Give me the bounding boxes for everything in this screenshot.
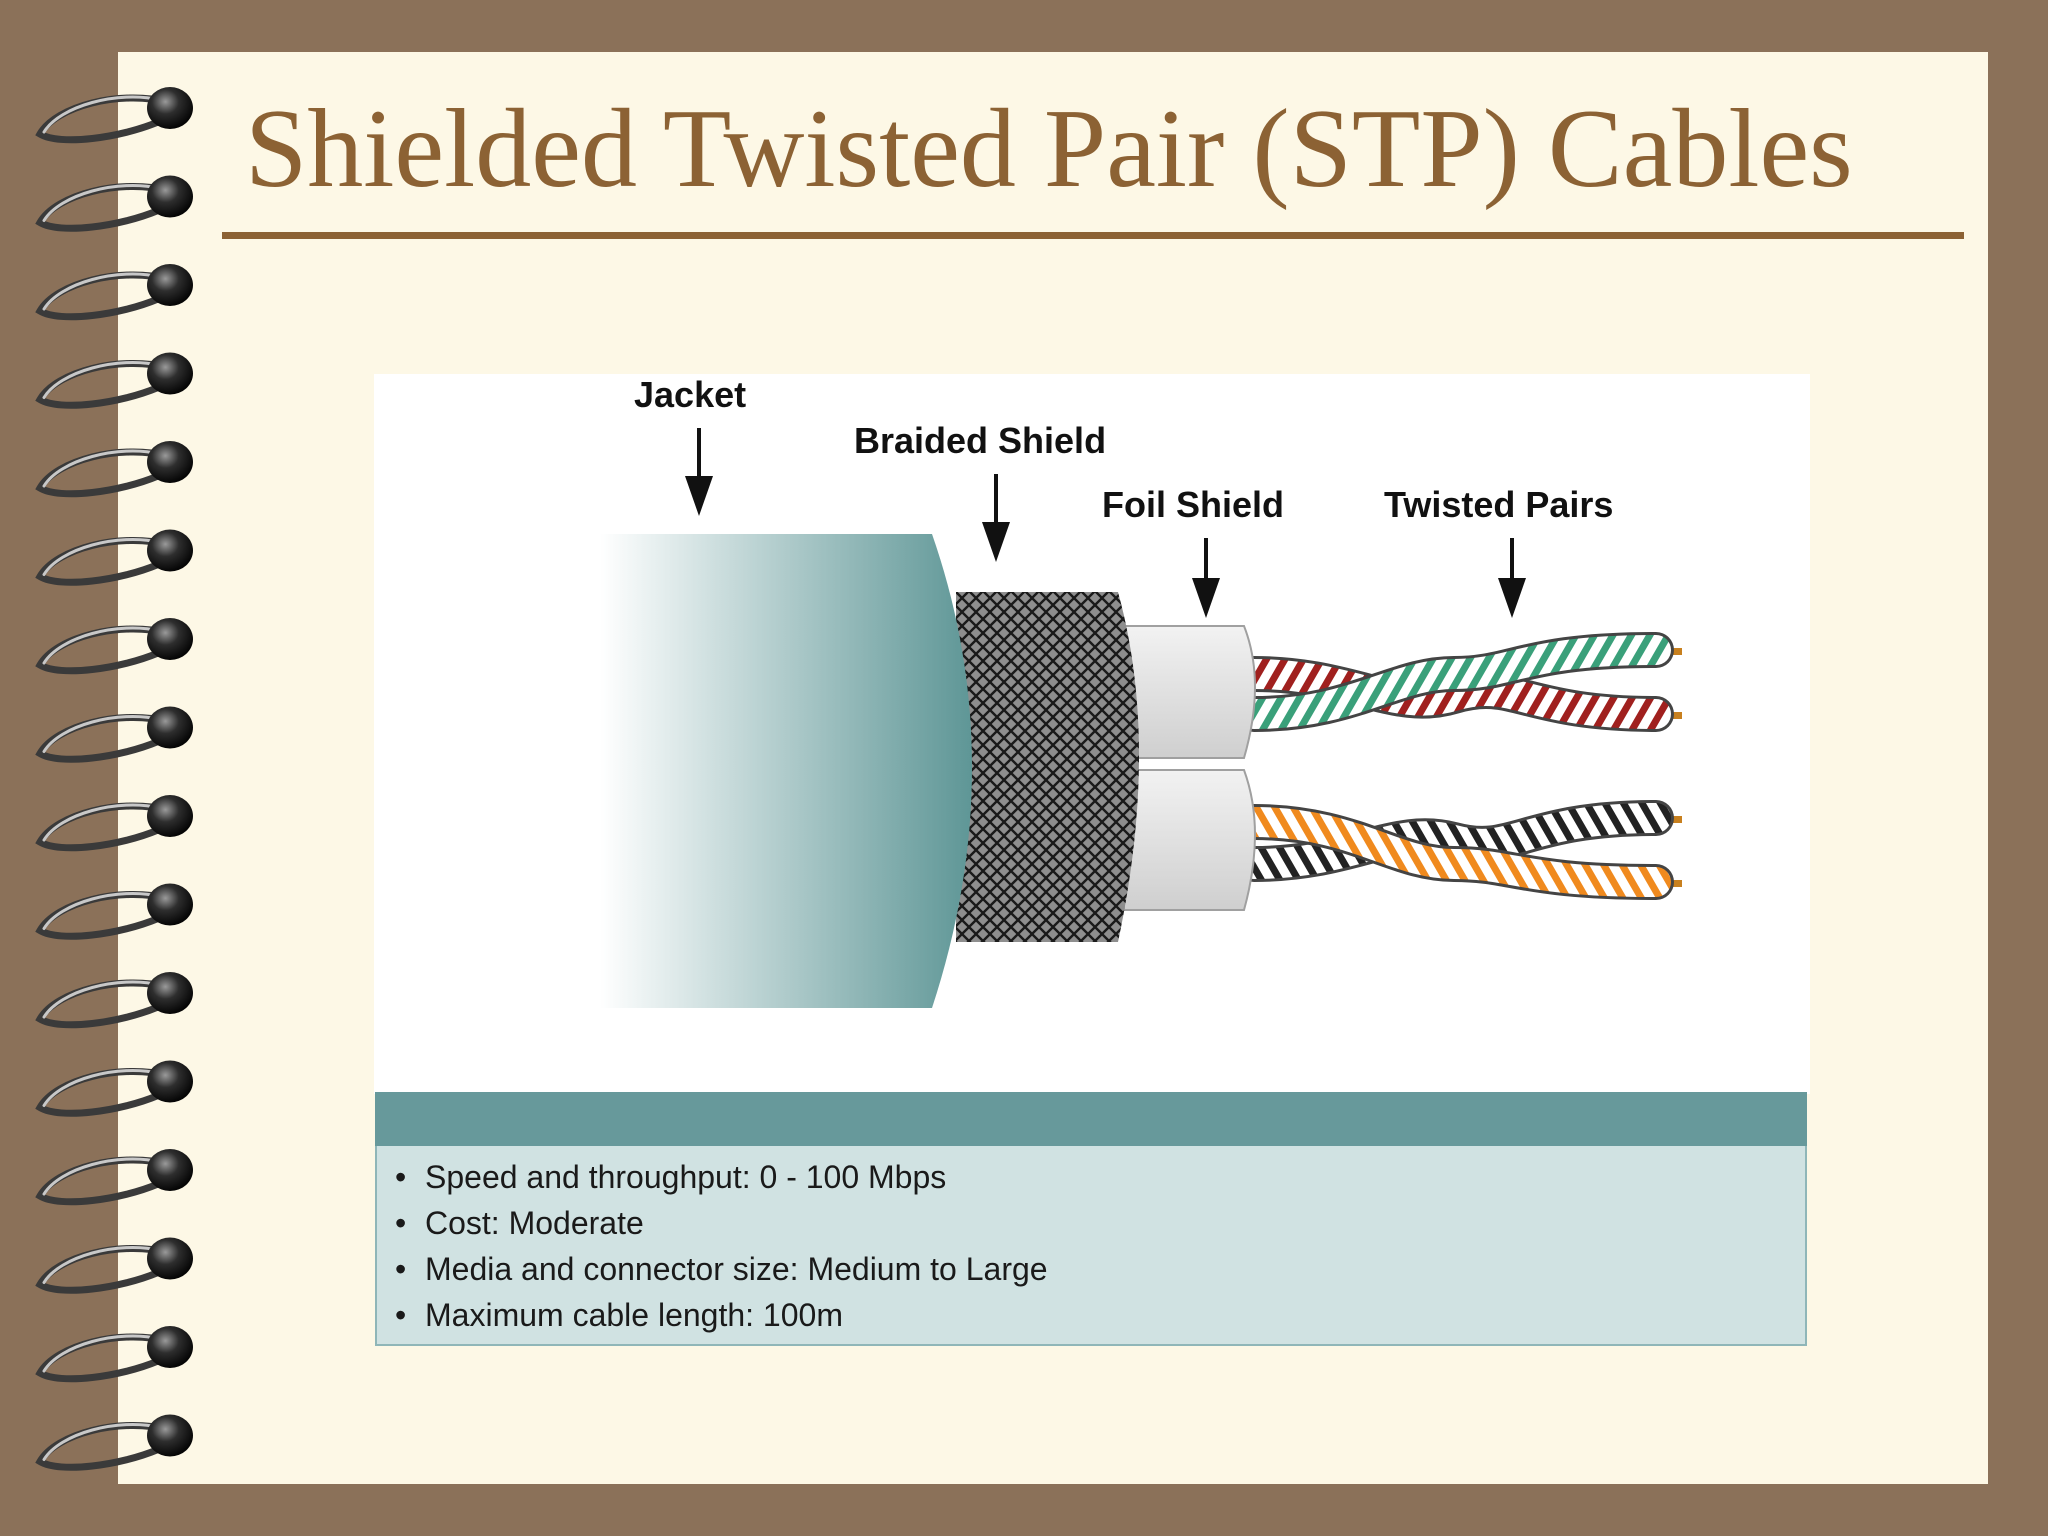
twisted-pair-1 [1236,632,1674,732]
title-underline [222,232,1964,239]
specs-panel: •Speed and throughput: 0 - 100 Mbps •Cos… [375,1146,1807,1346]
stp-cable-diagram: Jacket Braided Shield Foil Shield Twiste… [374,374,1810,1094]
spiral-ring [35,1060,193,1117]
spiral-ring [35,706,193,763]
spiral-ring [35,529,193,586]
spec-item-speed: •Speed and throughput: 0 - 100 Mbps [395,1159,947,1195]
spec-item-cost: •Cost: Moderate [395,1205,644,1241]
spiral-ring [35,1237,193,1294]
spiral-ring [35,972,193,1029]
spiral-ring [35,352,193,409]
label-twisted-pairs: Twisted Pairs [1384,484,1614,525]
spiral-ring [35,1414,193,1471]
spiral-ring [35,1149,193,1206]
specs-header-bar [375,1092,1807,1146]
jacket [600,534,972,1008]
spiral-ring [35,618,193,675]
label-braided-shield: Braided Shield [854,420,1107,461]
conductor-tips [1650,648,1682,887]
label-foil-shield: Foil Shield [1102,484,1285,525]
spiral-ring [35,795,193,852]
specs-list: •Speed and throughput: 0 - 100 Mbps •Cos… [395,1154,1048,1338]
spiral-ring [35,1326,193,1383]
spiral-binding [35,87,193,1471]
spiral-ring [35,175,193,232]
spiral-ring [35,441,193,498]
twisted-pair-2 [1236,800,1674,900]
label-jacket: Jacket [634,374,747,415]
braided-shield [956,592,1139,942]
slide-title: Shielded Twisted Pair (STP) Cables [245,87,1853,211]
pointer-arrows [685,428,1526,618]
foil-shield [1123,625,1256,911]
cable-illustration [600,428,1682,1008]
spec-item-length: •Maximum cable length: 100m [395,1297,843,1333]
spiral-ring [35,87,193,144]
spiral-ring [35,264,193,321]
spiral-ring [35,883,193,940]
spec-item-size: •Media and connector size: Medium to Lar… [395,1251,1048,1287]
